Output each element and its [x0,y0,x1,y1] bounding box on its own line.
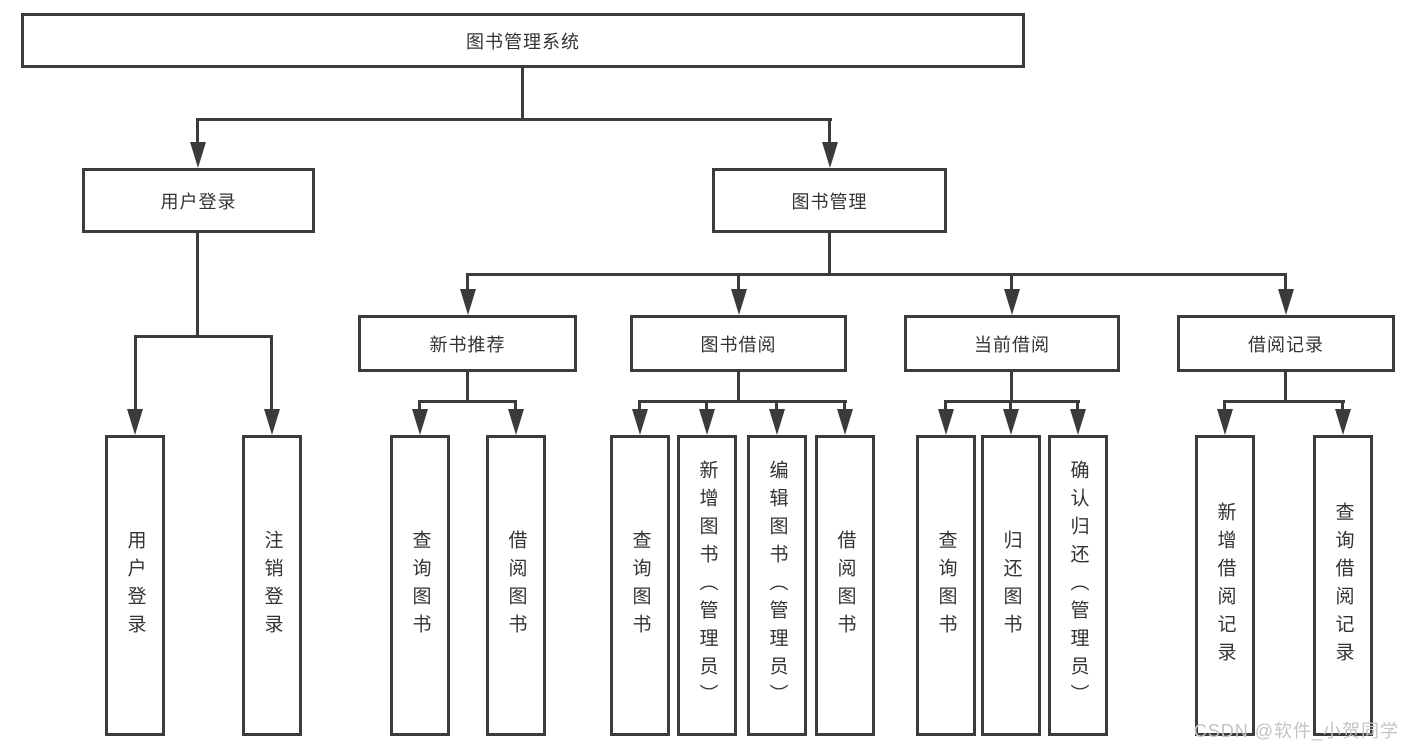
node-leaf-logout: 注销登录 [242,435,302,736]
arrow-down-icon [1003,409,1019,435]
connector-line [1076,400,1079,411]
node-user-login-branch: 用户登录 [82,168,315,233]
node-leaf-query-books-borrowing: 查询图书 [610,435,670,736]
arrow-down-icon [1070,409,1086,435]
node-leaf-query-books-recommend: 查询图书 [390,435,450,736]
node-leaf-borrow-books-recommend: 借阅图书 [486,435,546,736]
connector-line [737,372,740,402]
node-new-book-recommendation: 新书推荐 [358,315,577,372]
node-book-management: 图书管理 [712,168,947,233]
node-borrowing-records-label: 借阅记录 [1248,334,1324,355]
node-leaf-borrow-books: 借阅图书 [815,435,875,736]
node-leaf-user-login-label: 用户登录 [124,529,146,642]
node-leaf-edit-books-admin: 编辑图书（管理员） [747,435,807,736]
connector-line [196,233,199,338]
node-leaf-query-books-current: 查询图书 [916,435,976,736]
csdn-watermark: CSDN @软件_小贺同学 [1193,721,1399,741]
arrow-down-icon [264,409,280,435]
connector-line [638,400,847,403]
connector-line [196,118,832,121]
node-book-management-label: 图书管理 [791,191,868,212]
arrow-down-icon [1217,409,1233,435]
arrow-down-icon [837,409,853,435]
node-leaf-query-books-borrowing-label: 查询图书 [629,529,651,642]
connector-line [466,273,469,291]
connector-line [1223,400,1345,403]
connector-line [521,68,524,120]
connector-line [196,118,199,146]
connector-line [737,273,740,291]
arrow-down-icon [731,289,747,315]
node-library-management-system: 图书管理系统 [21,13,1025,68]
connector-line [775,400,778,411]
arrow-down-icon [1278,289,1294,315]
connector-line [1009,400,1012,411]
connector-line [944,400,947,411]
arrow-down-icon [1004,289,1020,315]
connector-line [134,335,273,338]
node-leaf-logout-label: 注销登录 [261,529,283,642]
arrow-down-icon [938,409,954,435]
node-user-login-branch-label: 用户登录 [160,191,237,212]
node-leaf-query-books-current-label: 查询图书 [935,529,957,642]
node-borrowing-records: 借阅记录 [1177,315,1395,372]
node-leaf-return-books: 归还图书 [981,435,1041,736]
connector-line [134,335,137,411]
node-leaf-borrow-books-recommend-label: 借阅图书 [505,529,527,642]
node-library-management-system-label: 图书管理系统 [466,31,580,52]
node-current-borrowing-label: 当前借阅 [974,334,1050,355]
arrow-down-icon [822,142,838,168]
arrow-down-icon [460,289,476,315]
node-leaf-add-books-admin: 新增图书（管理员） [677,435,737,736]
arrow-down-icon [412,409,428,435]
connector-line [1341,400,1344,411]
arrow-down-icon [127,409,143,435]
node-leaf-confirm-return-admin-label: 确认归还（管理员） [1067,459,1089,712]
node-leaf-add-borrow-record: 新增借阅记录 [1195,435,1255,736]
connector-line [828,118,831,146]
node-new-book-recommendation-label: 新书推荐 [429,334,506,355]
node-leaf-query-borrow-record: 查询借阅记录 [1313,435,1373,736]
node-leaf-add-books-admin-label: 新增图书（管理员） [696,459,718,712]
arrow-down-icon [769,409,785,435]
connector-line [705,400,708,411]
node-book-borrowing: 图书借阅 [630,315,847,372]
node-leaf-add-borrow-record-label: 新增借阅记录 [1214,501,1236,670]
node-leaf-query-borrow-record-label: 查询借阅记录 [1332,501,1354,670]
node-current-borrowing: 当前借阅 [904,315,1120,372]
connector-line [944,400,1080,403]
connector-line [638,400,641,411]
node-leaf-user-login: 用户登录 [105,435,165,736]
connector-line [270,335,273,411]
connector-line [466,273,1287,276]
arrow-down-icon [1335,409,1351,435]
connector-line [418,400,517,403]
node-book-borrowing-label: 图书借阅 [700,334,777,355]
connector-line [828,233,831,276]
arrow-down-icon [190,142,206,168]
arrow-down-icon [508,409,524,435]
arrow-down-icon [699,409,715,435]
node-leaf-query-books-recommend-label: 查询图书 [409,529,431,642]
node-leaf-confirm-return-admin: 确认归还（管理员） [1048,435,1108,736]
connector-line [466,372,469,402]
connector-line [1223,400,1226,411]
arrow-down-icon [632,409,648,435]
connector-line [418,400,421,411]
connector-line [843,400,846,411]
connector-line [1284,372,1287,402]
node-leaf-edit-books-admin-label: 编辑图书（管理员） [766,459,788,712]
connector-line [1010,372,1013,402]
connector-line [1010,273,1013,291]
node-leaf-return-books-label: 归还图书 [1000,529,1022,642]
connector-line [1284,273,1287,291]
node-leaf-borrow-books-label: 借阅图书 [834,529,856,642]
connector-line [514,400,517,411]
